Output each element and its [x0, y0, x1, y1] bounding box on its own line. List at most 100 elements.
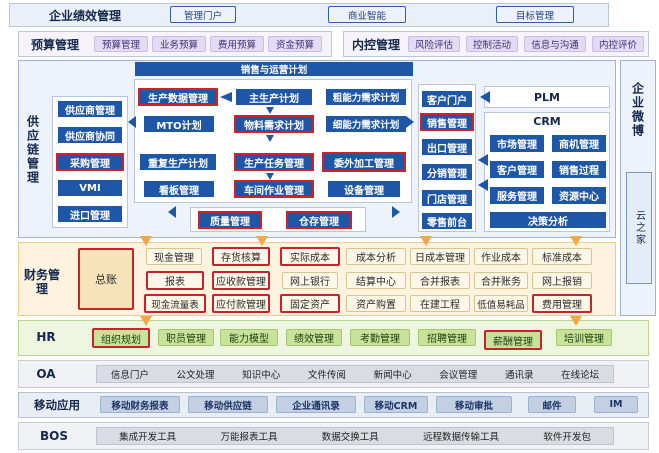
mobile-item-approve[interactable]: 移动审批	[436, 396, 512, 413]
fin-construction[interactable]: 在建工程	[410, 295, 470, 312]
scm-core-kanban[interactable]: 看板管理	[144, 181, 214, 197]
fin-inventory[interactable]: 存货核算	[212, 247, 270, 266]
fin-asset-purchase[interactable]: 资产购置	[346, 295, 406, 312]
scm-core-fine[interactable]: 细能力需求计划	[326, 116, 406, 132]
scm-right-customer-portal[interactable]: 客户门户	[422, 91, 472, 107]
hr-item-training[interactable]: 培训管理	[556, 329, 612, 346]
scm-right-store[interactable]: 门店管理	[422, 190, 472, 206]
mobile-item-contacts[interactable]: 企业通讯录	[276, 396, 356, 413]
fin-consol-account[interactable]: 合并账务	[474, 272, 528, 289]
scm-left-supplier-collab[interactable]: 供应商协同	[58, 127, 122, 143]
fin-online-expense[interactable]: 网上报销	[532, 272, 592, 289]
scm-core-quality[interactable]: 质量管理	[198, 211, 262, 229]
crm-item-process[interactable]: 销售过程	[552, 161, 606, 178]
hr-item-capability[interactable]: 能力模型	[220, 329, 278, 346]
crm-decision[interactable]: 决策分析	[490, 212, 606, 228]
scm-core-equip[interactable]: 设备管理	[328, 181, 400, 197]
fin-payable[interactable]: 应付款管理	[212, 294, 270, 313]
fin-cost-analysis[interactable]: 成本分析	[346, 248, 406, 265]
scm-left-vmi[interactable]: VMI	[58, 180, 122, 196]
hr-item-recruit[interactable]: 招聘管理	[418, 329, 476, 346]
control-item-info[interactable]: 信息与沟通	[524, 36, 586, 52]
scm-core-rough[interactable]: 粗能力需求计划	[326, 89, 406, 105]
scm-left-import[interactable]: 进口管理	[58, 206, 122, 222]
scm-right-retail[interactable]: 零售前台	[422, 213, 472, 229]
budget-item-fund[interactable]: 资金预算	[268, 36, 322, 52]
scm-core-stock[interactable]: 仓存管理	[286, 211, 352, 229]
scm-core-repeat[interactable]: 重复生产计划	[140, 154, 216, 170]
control-item-risk[interactable]: 风险评估	[408, 36, 460, 52]
cloud-title[interactable]: 云之家	[633, 210, 645, 246]
crm-item-service[interactable]: 服务管理	[490, 187, 544, 204]
oa-item-contacts[interactable]: 通讯录	[504, 370, 534, 381]
crm-item-market[interactable]: 市场管理	[490, 135, 544, 152]
fin-receivable[interactable]: 应收款管理	[212, 271, 270, 290]
bos-item-sdk[interactable]: 软件开发包	[543, 432, 591, 443]
fin-settlement[interactable]: 结算中心	[346, 272, 406, 289]
scm-core-mrp[interactable]: 物料需求计划	[234, 115, 314, 133]
scm-core-shop[interactable]: 车间作业管理	[234, 180, 314, 198]
scm-core-mto[interactable]: MTO计划	[144, 116, 214, 132]
perf-item-target[interactable]: 目标管理	[496, 6, 574, 23]
oa-item-forum[interactable]: 在线论坛	[561, 370, 600, 381]
oa-item-document[interactable]: 公文处理	[176, 370, 215, 381]
fin-low-value[interactable]: 低值易耗品	[474, 295, 528, 312]
fin-consol-report[interactable]: 合并报表	[410, 272, 470, 289]
budget-item-business[interactable]: 业务预算	[152, 36, 206, 52]
mobile-item-finance[interactable]: 移动财务报表	[100, 396, 180, 413]
fin-activity-cost[interactable]: 作业成本	[474, 248, 528, 265]
fin-report[interactable]: 报表	[146, 271, 204, 290]
mobile-item-scm[interactable]: 移动供应链	[188, 396, 268, 413]
perf-item-bi[interactable]: 商业智能	[328, 6, 406, 23]
hr-item-salary[interactable]: 薪酬管理	[484, 330, 542, 350]
scm-core-outsource[interactable]: 委外加工管理	[322, 152, 406, 172]
fin-daily-cost[interactable]: 日成本管理	[410, 248, 470, 265]
scm-right-sales[interactable]: 销售管理	[420, 113, 474, 131]
finance-gl[interactable]: 总账	[78, 248, 134, 310]
fin-actual-cost[interactable]: 实际成本	[280, 247, 340, 266]
fin-ebank[interactable]: 网上银行	[282, 272, 338, 289]
budget-item-expense[interactable]: 费用预算	[210, 36, 264, 52]
oa-item-circulate[interactable]: 文件传阅	[307, 370, 346, 381]
scm-core-prod-data[interactable]: 生产数据管理	[138, 88, 218, 106]
crm-item-customer[interactable]: 客户管理	[490, 161, 544, 178]
oa-item-news[interactable]: 新闻中心	[373, 370, 412, 381]
bos-item-report[interactable]: 万能报表工具	[220, 432, 278, 443]
perf-item-portal[interactable]: 管理门户	[170, 6, 236, 23]
hr-item-org[interactable]: 组织规划	[92, 328, 150, 348]
fin-expense-mgmt[interactable]: 费用管理	[532, 294, 592, 313]
fin-cashflow[interactable]: 现金流量表	[144, 294, 206, 313]
fin-cash[interactable]: 现金管理	[146, 248, 202, 265]
hr-item-staff[interactable]: 职员管理	[158, 329, 214, 346]
hr-item-attendance[interactable]: 考勤管理	[350, 329, 410, 346]
oa-item-meeting[interactable]: 会议管理	[439, 370, 478, 381]
scm-plan-bar[interactable]: 销售与运营计划	[135, 62, 413, 76]
mobile-item-im[interactable]: IM	[594, 396, 638, 413]
fin-fixed-asset[interactable]: 固定资产	[280, 294, 340, 313]
cloud-box	[626, 172, 652, 284]
budget-item-budget[interactable]: 预算管理	[94, 36, 148, 52]
control-item-activity[interactable]: 控制活动	[466, 36, 518, 52]
arrow-hr-1	[140, 316, 152, 326]
mobile-item-crm[interactable]: 移动CRM	[364, 396, 428, 413]
mobile-item-mail[interactable]: 邮件	[528, 396, 576, 413]
bos-item-ide[interactable]: 集成开发工具	[119, 432, 177, 443]
bos-item-remote[interactable]: 远程数据传输工具	[423, 432, 500, 443]
scm-right-export[interactable]: 出口管理	[422, 139, 472, 155]
hr-item-performance[interactable]: 绩效管理	[286, 329, 342, 346]
crm-item-resource[interactable]: 资源中心	[552, 187, 606, 204]
scm-core-mps[interactable]: 主生产计划	[236, 89, 312, 105]
oa-item-knowledge[interactable]: 知识中心	[242, 370, 281, 381]
scm-left-supplier[interactable]: 供应商管理	[58, 101, 122, 117]
scm-core-task[interactable]: 生产任务管理	[234, 153, 314, 171]
bos-item-exchange[interactable]: 数据交换工具	[321, 432, 379, 443]
control-item-eval[interactable]: 内控评价	[592, 36, 644, 52]
oa-title: OA	[36, 367, 56, 381]
scm-left-purchase[interactable]: 采购管理	[56, 153, 124, 171]
hr-title: HR	[36, 330, 56, 344]
arrow-plm	[480, 91, 490, 103]
crm-item-opportunity[interactable]: 商机管理	[552, 135, 606, 152]
fin-standard-cost[interactable]: 标准成本	[532, 248, 592, 265]
scm-right-distrib[interactable]: 分销管理	[422, 164, 472, 180]
oa-item-portal[interactable]: 信息门户	[110, 370, 149, 381]
